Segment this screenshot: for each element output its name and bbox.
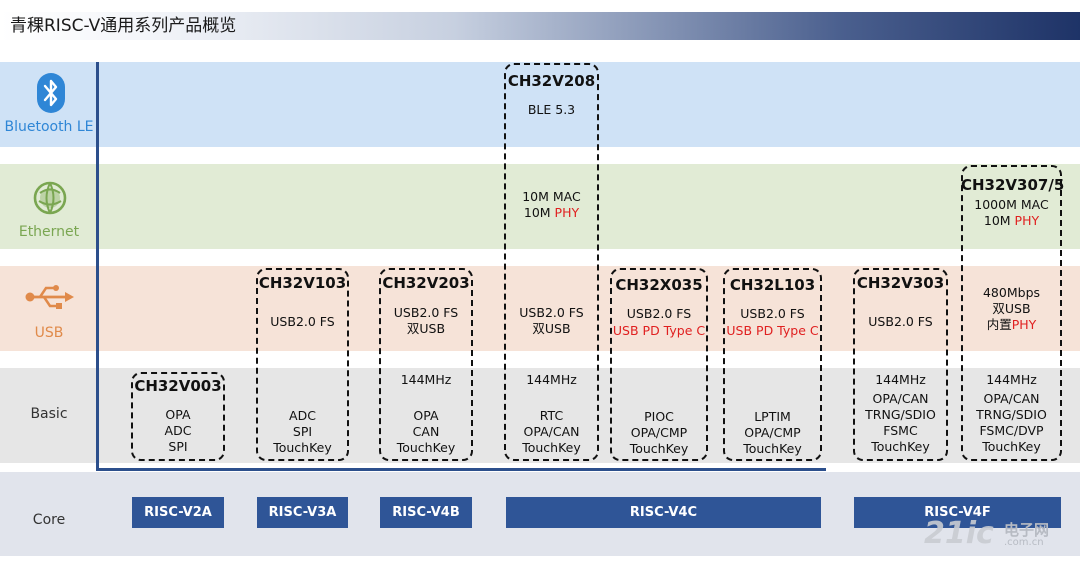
feature-text-highlight: USB PD Type C [612,323,706,338]
feature-text-part: 10M [983,213,1015,228]
product-box-ch32v303 [853,268,948,461]
feature-text: 10M PHY [961,213,1062,229]
feature-text: SPI [168,439,188,454]
row-label-usb: USB [34,325,64,341]
product-title: CH32V003 [134,377,222,395]
feature-text: TouchKey [743,441,802,456]
feature-text: OPA/CAN [983,391,1040,406]
feature-text: OPA/CMP [744,425,801,440]
core-bar-risc-v4f: RISC-V4F [854,497,1061,528]
feature-text-highlight: USB PD Type C [726,323,819,338]
product-title: CH32V208 [507,72,596,90]
product-title: CH32X035 [615,276,703,294]
feature-text: 双USB [406,321,446,336]
feature-text: 144MHz [526,372,577,387]
feature-text: 内置PHY [961,317,1062,333]
header-banner [0,12,1080,40]
row-label-bluetooth: Bluetooth LE [4,119,94,135]
feature-text: 10M MAC [522,189,581,204]
feature-text: TouchKey [273,440,332,455]
row-label-core: Core [32,512,66,528]
feature-text: OPA [165,407,191,422]
feature-text: OPA/CAN [872,391,929,406]
feature-text: 144MHz [400,372,452,387]
feature-text-highlight: PHY [1014,213,1040,228]
row-label-ethernet: Ethernet [18,224,80,240]
bluetooth-icon [36,72,66,114]
feature-text: 双USB [992,301,1031,316]
feature-text: USB2.0 FS [740,306,805,321]
core-bar-risc-v4c: RISC-V4C [506,497,821,528]
row-band-basic [0,368,1080,463]
feature-text: USB2.0 FS [393,305,459,320]
feature-text: 1000M MAC [974,197,1049,212]
product-box-ch32v003 [131,372,225,461]
feature-text-highlight: PHY [1011,317,1037,332]
axis-horizontal-line [96,468,826,471]
product-title: CH32V303 [856,274,945,292]
usb-icon [24,282,74,312]
watermark-url: .com.cn [1004,537,1044,548]
feature-text: FSMC/DVP [979,423,1044,438]
product-title: CH32V203 [382,274,470,292]
feature-text: USB2.0 FS [519,305,584,320]
feature-text: OPA/CMP [630,425,688,440]
feature-text-part: 10M [523,205,555,220]
feature-text: BLE 5.3 [527,102,576,117]
feature-text: OPA/CAN [523,424,580,439]
feature-text: USB2.0 FS [868,314,933,329]
core-bar-risc-v3a: RISC-V3A [257,497,348,528]
feature-text: ADC [289,408,316,423]
feature-text: 480Mbps [982,285,1041,300]
row-band-bluetooth [0,62,1080,147]
feature-text: USB2.0 FS [626,306,692,321]
product-title: CH32L103 [729,276,816,294]
feature-text: TouchKey [871,439,930,454]
product-title: CH32V307/5 [961,176,1065,194]
row-label-basic: Basic [30,406,68,422]
ethernet-globe-icon [32,180,68,216]
feature-text: PIOC [644,409,674,424]
watermark-logo: 21ic [924,516,994,551]
product-box-ch32v103 [256,268,349,461]
feature-text: USB2.0 FS [270,314,335,329]
feature-text: RTC [539,408,564,423]
feature-text: OPA [413,408,439,423]
row-band-ethernet [0,164,1080,249]
feature-text: 10M PHY [504,205,599,221]
feature-text: 双USB [532,321,571,336]
feature-text: TouchKey [396,440,456,455]
feature-text: LPTIM [754,409,791,424]
product-box-ch32v208 [504,63,599,461]
core-bar-risc-v2a: RISC-V2A [132,497,224,528]
feature-text: FSMC [883,423,918,438]
product-box-ch32v203 [379,268,473,461]
feature-text: SPI [292,424,313,439]
product-box-ch32x035 [610,268,708,461]
feature-text: TouchKey [522,440,581,455]
core-bar-risc-v4b: RISC-V4B [380,497,472,528]
product-box-ch32l103 [723,268,822,461]
feature-text-highlight: PHY [554,205,580,220]
feature-text: TouchKey [982,439,1041,454]
feature-text: 144MHz [875,372,926,387]
axis-vertical-line [96,62,99,471]
page-title: 青稞RISC-V通用系列产品概览 [10,16,237,36]
feature-text: ADC [164,423,192,438]
feature-text: TRNG/SDIO [976,407,1047,422]
watermark-text: 电子网 [1004,521,1050,539]
product-box-ch32v307 [961,165,1062,461]
feature-text: CAN [412,424,440,439]
feature-text: TRNG/SDIO [865,407,936,422]
row-band-usb [0,266,1080,351]
product-title: CH32V103 [258,274,347,292]
feature-text-part: 内置 [986,317,1012,332]
feature-text: TouchKey [629,441,689,456]
feature-text: 144MHz [986,372,1037,387]
